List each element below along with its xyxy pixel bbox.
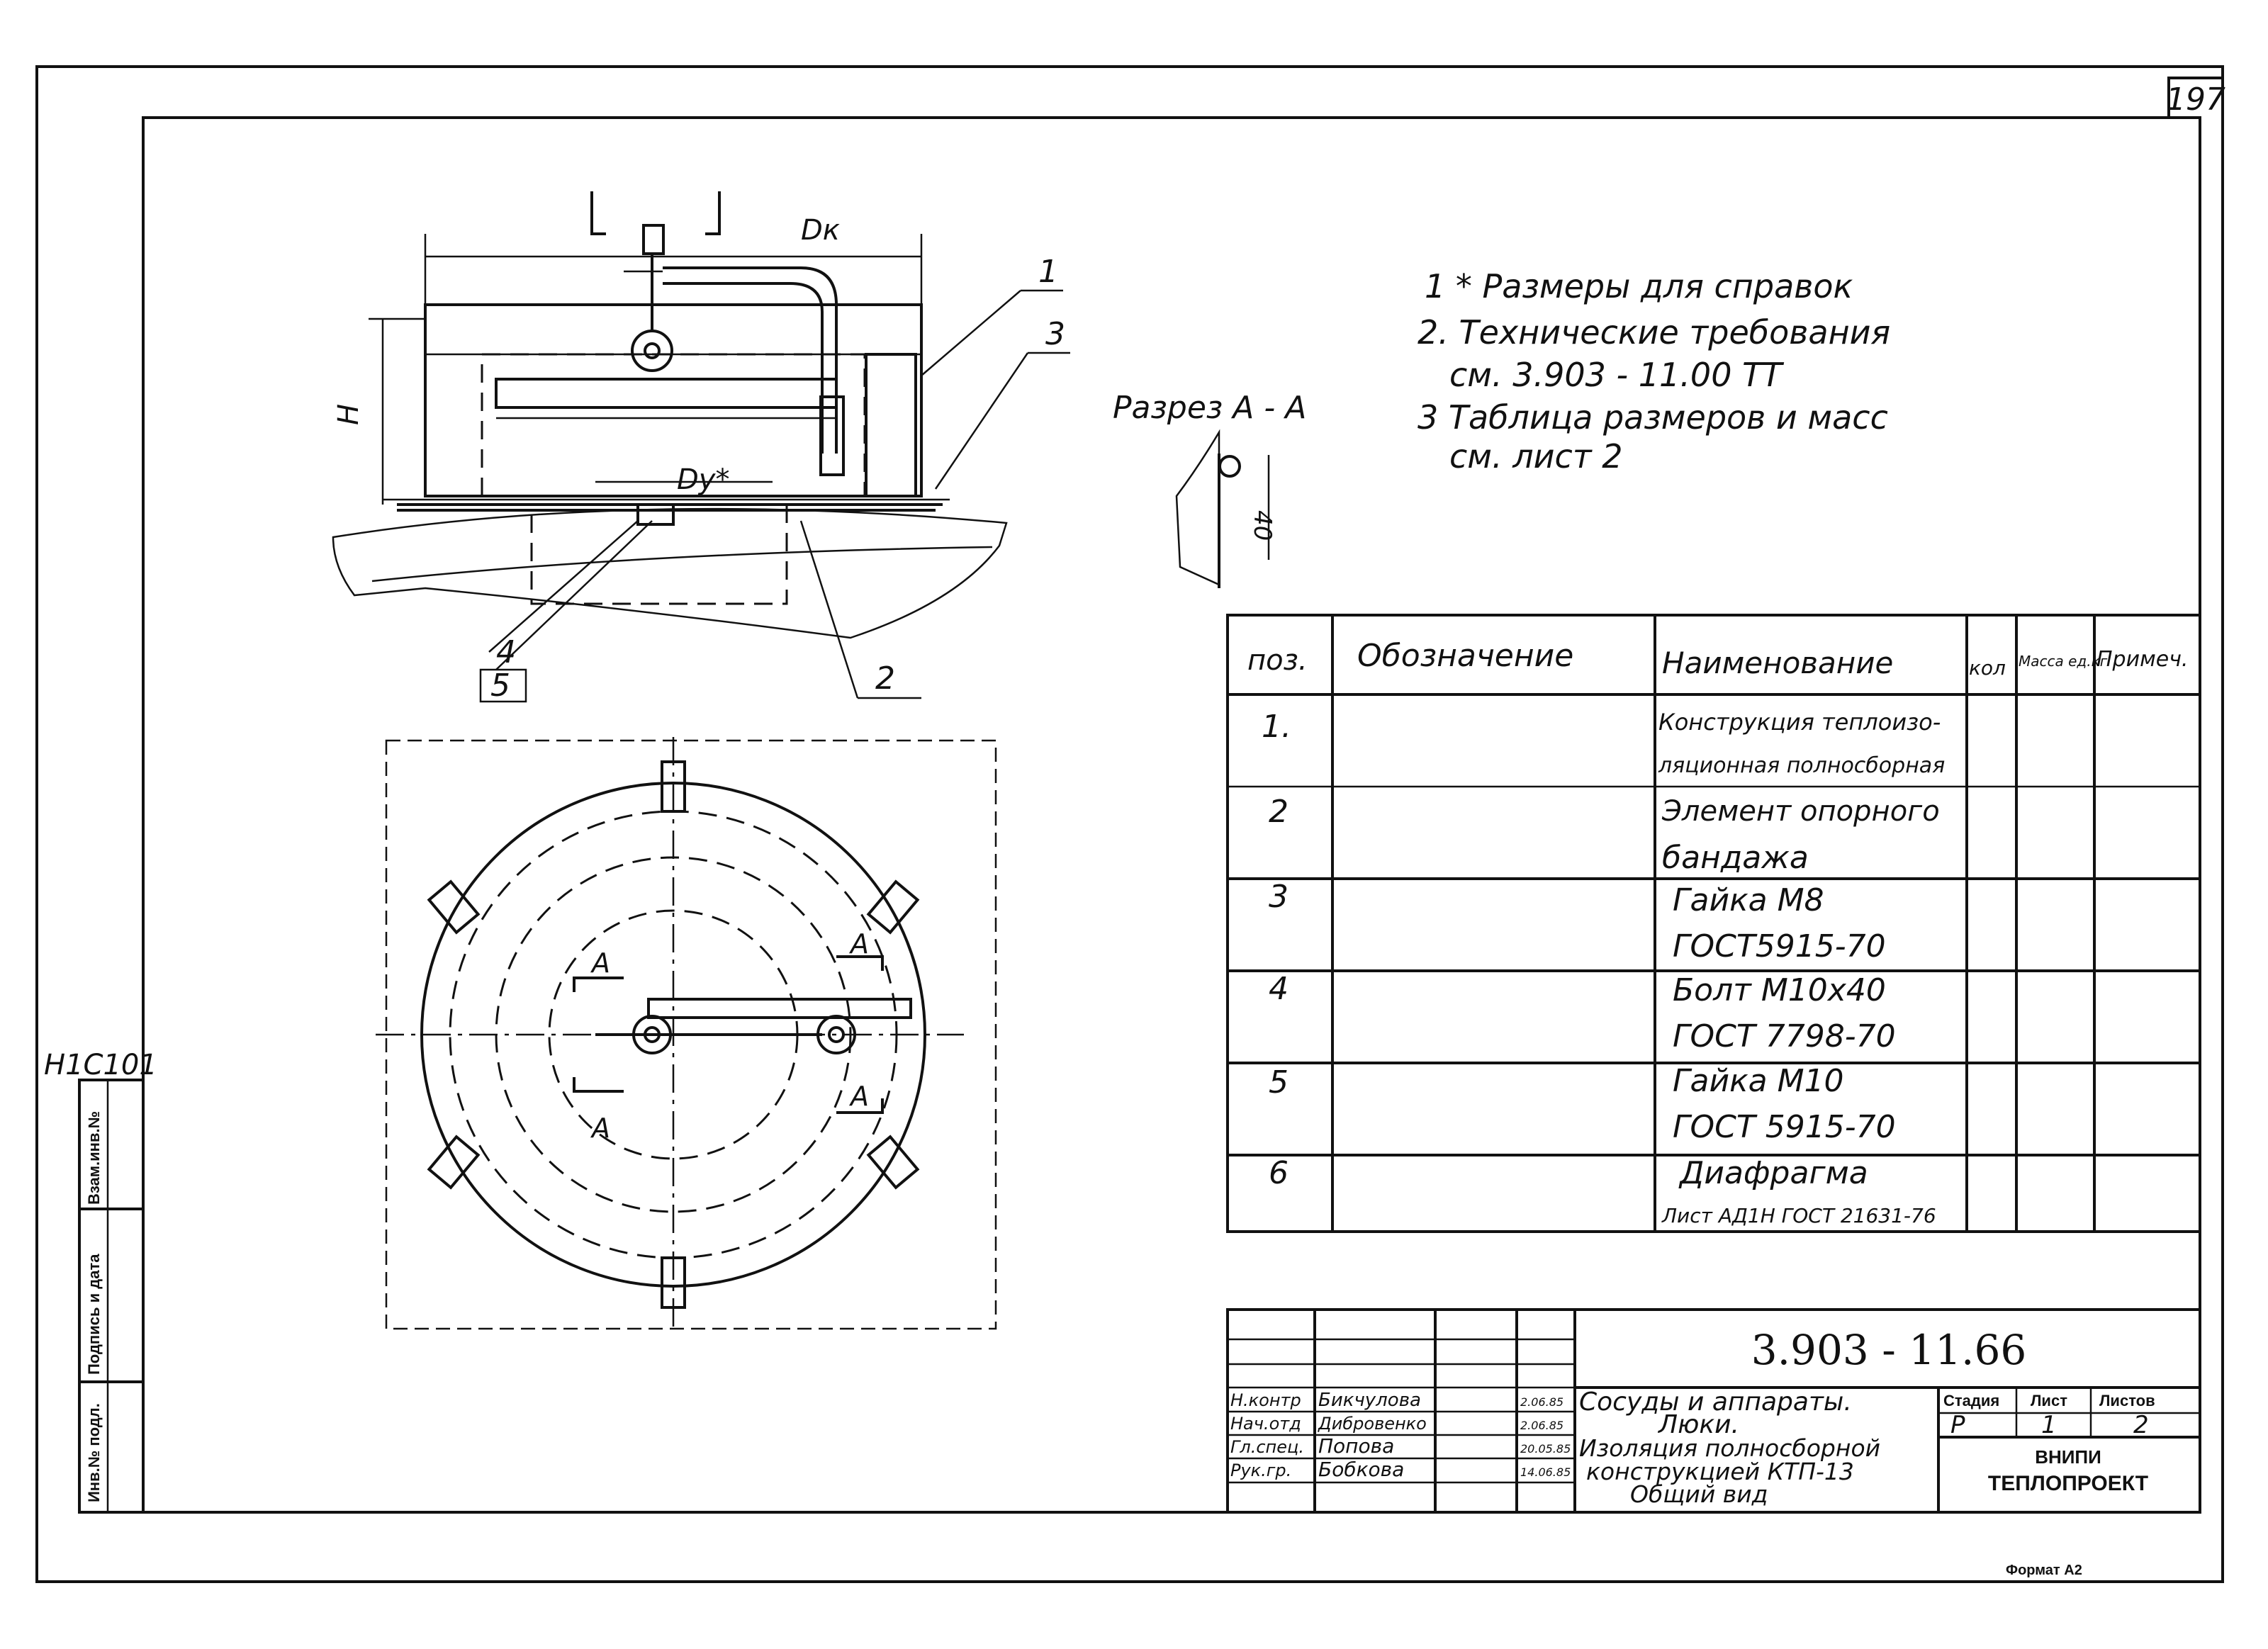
title-line-2: Люки. [1657,1410,1739,1439]
row-name-4b: ГОСТ 7798-70 [1673,1018,1896,1054]
row-pos-4: 4 [1269,971,1289,1007]
note-1: 1 * Размеры для справок [1425,267,1853,305]
name-2: Дибровенко [1318,1414,1427,1434]
row-name-3a: Гайка М8 [1673,882,1824,918]
title-line-3: Изоляция полносборной [1579,1434,1880,1462]
page-number-box: 197 [2166,77,2225,118]
th-note: Примеч. [2096,647,2188,672]
sheets-label: Листов [2099,1392,2155,1409]
row-name-1a: Конструкция теплоизо- [1658,709,1941,736]
name-3: Попова [1318,1434,1394,1458]
role-1: Н.контр [1230,1390,1301,1410]
row-name-1b: ляционная полносборная [1658,753,1945,778]
row-name-2a: Элемент опорного [1661,795,1940,828]
stage-value: Р [1950,1411,1965,1439]
inventory-mark: Н1С101 [44,1049,157,1081]
org-line-1: ВНИПИ [2035,1446,2101,1468]
callout-3: 3 [1045,316,1065,352]
cut-label-a1: А [590,947,610,979]
note-2: 2. Технические требования [1418,313,1890,351]
date-1: 2.06.85 [1520,1395,1564,1409]
row-name-5b: ГОСТ 5915-70 [1673,1109,1896,1145]
row-name-5a: Гайка М10 [1673,1063,1844,1099]
callout-2: 2 [875,660,895,697]
name-1: Бикчулова [1318,1390,1421,1411]
row-pos-1: 1. [1262,709,1291,745]
callout-1: 1 [1038,254,1058,290]
callout-4: 4 [496,634,516,670]
role-2: Нач.отд [1230,1414,1301,1434]
name-4: Бобкова [1318,1458,1404,1481]
th-pos: поз. [1247,644,1308,677]
format-label: Формат А2 [2006,1563,2082,1578]
title-block: 3.903 - 11.66 Н.контр Нач.отд Гл.спец. Р… [1226,1308,2201,1514]
doc-number: 3.903 - 11.66 [1751,1326,2027,1374]
title-line-1: Сосуды и аппараты. [1579,1388,1852,1417]
row-pos-6: 6 [1269,1155,1289,1191]
row-name-6a: Диафрагма [1678,1155,1868,1191]
section-aa: Разрез А - А 40 [1113,390,1306,588]
outer-frame [35,65,2224,1583]
role-3: Гл.спец. [1230,1437,1304,1457]
dim-dy: Dу* [677,463,729,496]
side-stamp-replace: Взам.инв.№ [85,1111,103,1205]
title-line-5: Общий вид [1630,1480,1768,1508]
dim-dk: Dк [801,214,840,247]
row-pos-2: 2 [1269,794,1289,830]
page-number: 197 [2166,81,2225,118]
row-name-2b: бандажа [1662,840,1809,876]
note-3: 3 Таблица размеров и масс [1418,398,1888,437]
side-stamp: Инв.№ подл. Подпись и дата Взам.инв.№ [78,1079,145,1514]
title-line-4: конструкцией КТП-13 [1586,1458,1854,1485]
th-mass: Масса ед.кг [2019,653,2108,670]
org-line-2: ТЕПЛОПРОЕКТ [1988,1472,2148,1495]
row-pos-3: 3 [1269,879,1289,915]
section-title: Разрез А - А [1113,390,1306,426]
parts-table: поз. Обозначение Наименование кол Масса … [1226,614,2201,1233]
plan-view: А А А А [376,737,997,1332]
date-2: 2.06.85 [1520,1419,1564,1432]
section-dim: 40 [1248,510,1276,541]
sheets-value: 2 [2133,1411,2149,1439]
callout-5: 5 [490,668,510,704]
row-name-3b: ГОСТ5915-70 [1673,928,1886,964]
date-4: 14.06.85 [1520,1465,1571,1479]
stage-label: Стадия [1943,1392,1999,1409]
th-name: Наименование [1662,646,1893,680]
sheet-value: 1 [2041,1411,2057,1439]
side-stamp-inv: Инв.№ подл. [85,1403,103,1502]
dim-h: H [332,404,365,425]
row-name-6b: Лист АД1Н ГОСТ 21631-76 [1661,1204,1936,1227]
cut-label-a4: А [848,1081,869,1112]
side-stamp-sign: Подпись и дата [85,1254,103,1375]
role-4: Рук.гр. [1230,1461,1291,1480]
date-3: 20.05.85 [1520,1442,1571,1456]
th-qty: кол [1969,656,2006,680]
th-designation: Обозначение [1357,638,1573,674]
note-2b: см. 3.903 - 11.00 ТТ [1449,356,1785,394]
row-name-4a: Болт М10х40 [1673,972,1886,1008]
cut-label-a3: А [848,928,869,959]
sheet-label: Лист [2031,1392,2067,1409]
elevation-view: Dк H Dу* 1 [332,191,1070,704]
notes: 1 * Размеры для справок 2. Технические т… [1418,267,1890,475]
note-3b: см. лист 2 [1449,437,1623,475]
cut-label-a2: А [590,1113,610,1144]
row-pos-5: 5 [1269,1064,1289,1101]
